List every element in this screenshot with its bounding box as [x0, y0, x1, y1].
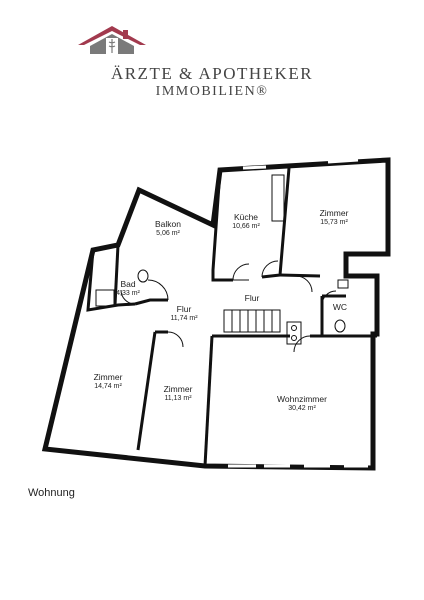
brand-name-line2: IMMOBILIEN®	[155, 84, 269, 99]
room-label-flur: Flur 11,74 m²	[160, 304, 208, 324]
room-label-zimmer-m: Zimmer 11,13 m²	[150, 384, 206, 404]
plan-caption: Wohnung	[28, 487, 75, 499]
room-name: Zimmer	[93, 372, 123, 382]
company-logo	[78, 26, 146, 54]
room-name: WC	[332, 302, 348, 312]
room-label-wohnzimmer: Wohnzimmer 30,42 m²	[262, 394, 342, 414]
room-area: 11,13 m²	[164, 395, 192, 402]
room-label-zimmer-ne: Zimmer 15,73 m²	[306, 208, 362, 228]
house-roof-icon	[78, 26, 146, 54]
room-name: Flur	[176, 304, 192, 314]
room-area: 30,42 m²	[288, 405, 316, 412]
brand-name-line1: ÄRZTE & APOTHEKER	[110, 64, 314, 83]
outer-wall	[41, 157, 391, 471]
room-label-bad: Bad 4,33 m²	[104, 279, 152, 299]
room-area: 5,06 m²	[156, 230, 180, 237]
room-name: Balkon	[155, 219, 181, 229]
room-name: Zimmer	[319, 208, 349, 218]
room-name: Zimmer	[163, 384, 193, 394]
room-label-zimmer-w: Zimmer 14,74 m²	[80, 372, 136, 392]
room-label-kueche: Küche 10,66 m²	[220, 212, 272, 232]
room-name: Wohnzimmer	[277, 394, 327, 404]
room-name: Bad	[120, 279, 136, 289]
room-name: Flur	[244, 293, 260, 303]
room-label-balkon: Balkon 5,06 m²	[140, 219, 196, 239]
room-name: Küche	[233, 212, 259, 222]
room-area: 14,74 m²	[94, 383, 122, 390]
room-area: 10,66 m²	[232, 223, 260, 230]
room-area: 15,73 m²	[320, 219, 348, 226]
room-label-flur-2: Flur	[236, 293, 268, 303]
room-area: 11,74 m²	[170, 315, 198, 322]
room-label-wc: WC	[326, 302, 354, 312]
room-area: 4,33 m²	[116, 290, 140, 297]
